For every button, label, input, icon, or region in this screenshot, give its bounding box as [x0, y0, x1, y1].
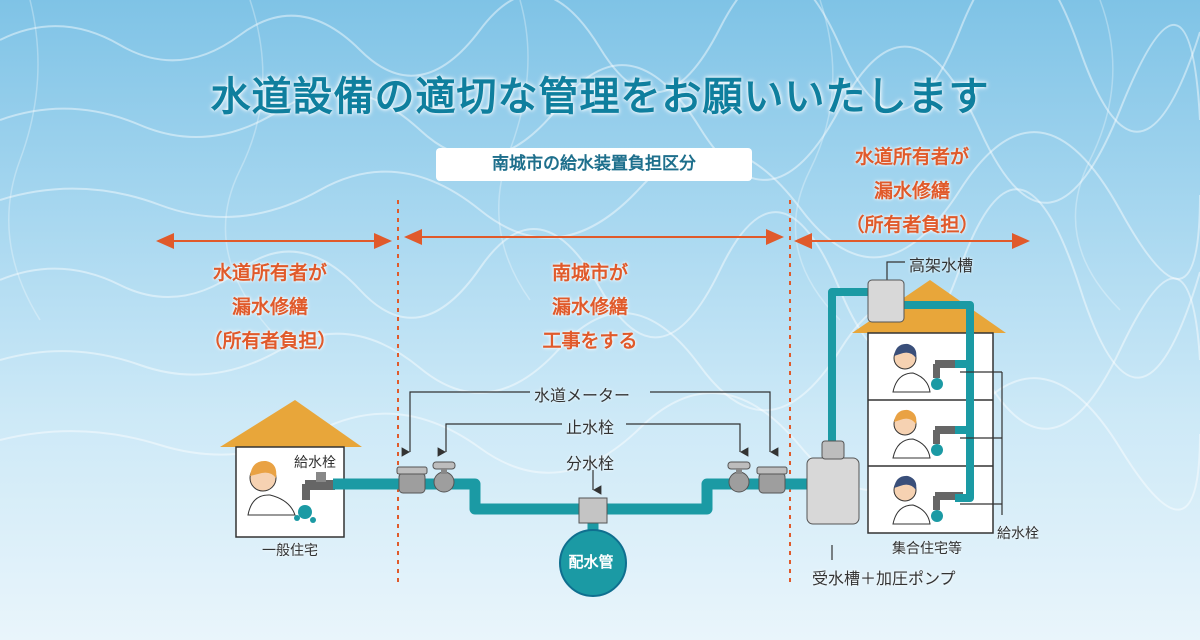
- zone-middle-line1: 南城市が: [551, 262, 628, 284]
- faucet-left-label: 給水栓: [294, 455, 336, 471]
- stop-valve-right-icon: [727, 461, 751, 493]
- zone-left-line1: 水道所有者が: [212, 262, 327, 284]
- zone-left-line3: （所有者負担）: [203, 330, 337, 352]
- meter-label: 水道メーター: [534, 386, 631, 405]
- main-pipe-label: 配水管: [568, 553, 614, 571]
- zone-left-text: 水道所有者が 漏水修繕 （所有者負担）: [170, 256, 370, 358]
- general-house-label: 一般住宅: [262, 543, 318, 559]
- meter-right-icon: [756, 466, 788, 494]
- branch-valve-icon: [578, 497, 608, 524]
- range-arrows: [156, 229, 1030, 249]
- zone-right-line2: 漏水修繕: [873, 180, 950, 202]
- elevated-tank-label: 高架水槽: [909, 256, 974, 275]
- zone-middle-line2: 漏水修繕: [551, 296, 628, 318]
- header-badge: 南城市の給水装置負担区分: [436, 148, 752, 181]
- boundary-lines: [397, 200, 791, 585]
- main-pipe-icon: [559, 529, 627, 597]
- zone-left-line2: 漏水修繕: [231, 296, 308, 318]
- receiving-tank-icon: [806, 440, 860, 525]
- stop-valve-label: 止水栓: [566, 418, 615, 437]
- receiving-tank-label: 受水槽＋加圧ポンプ: [812, 569, 956, 588]
- general-house: [220, 400, 362, 538]
- elevated-tank-icon: [867, 279, 905, 323]
- faucet-right-label: 給水栓: [997, 526, 1039, 542]
- zone-middle-text: 南城市が 漏水修繕 工事をする: [490, 256, 690, 358]
- faucet-bracket: [960, 371, 1003, 515]
- leader-lines: [401, 261, 905, 560]
- zone-right-line3: （所有者負担）: [845, 214, 979, 236]
- stop-valve-left-icon: [432, 461, 456, 493]
- zone-right-line1: 水道所有者が: [854, 146, 969, 168]
- apartment-label: 集合住宅等: [892, 541, 962, 557]
- zone-middle-line3: 工事をする: [542, 330, 638, 352]
- branch-valve-label: 分水栓: [566, 454, 615, 473]
- building-pipe: [828, 288, 974, 502]
- faucet-left-icon: [294, 472, 335, 523]
- page-title: 水道設備の適切な管理をお願いいたします: [210, 74, 990, 120]
- meter-left-icon: [396, 466, 428, 494]
- zone-right-text: 水道所有者が 漏水修繕 （所有者負担）: [812, 140, 1012, 242]
